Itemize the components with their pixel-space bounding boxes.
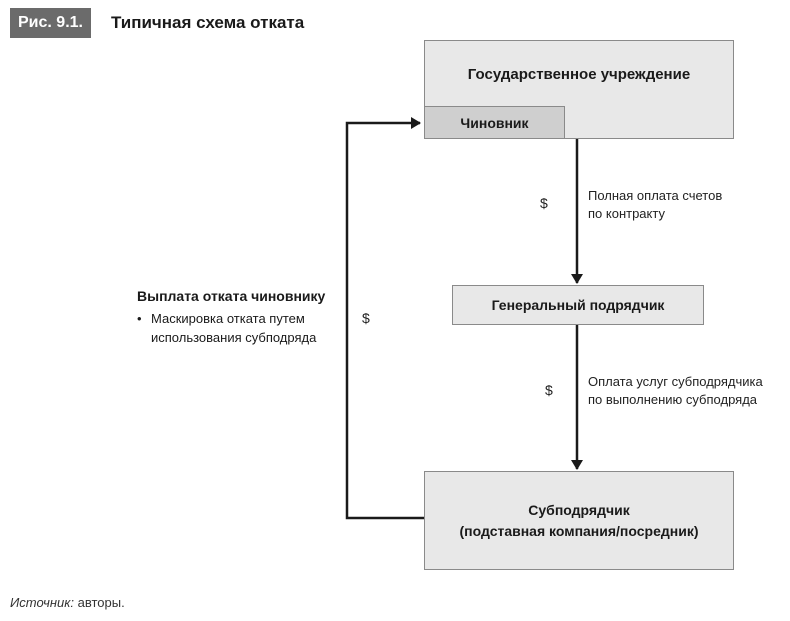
arrow-kickback-loop [345, 117, 424, 520]
general-contractor-label: Генеральный подрядчик [491, 297, 665, 313]
kickback-title: Выплата отката чиновнику [137, 288, 326, 304]
figure-title: Типичная схема отката [111, 13, 305, 32]
kickback-bullet-item: • Маскировка отката путем использования … [137, 310, 316, 348]
full-payment-note-line2: по контракту [588, 206, 665, 222]
full-payment-note-line1: Полная оплата счетов [588, 188, 723, 203]
kickback-bullet-text: Маскировка отката путем использования су… [151, 310, 316, 348]
sub-payment-note-line2: по выполнению субподряда [588, 392, 758, 408]
source-label: Источник: [10, 595, 74, 610]
source-caption: Источник: авторы. [10, 595, 125, 610]
government-institution-label: Государственное учреждение [467, 66, 691, 83]
dollar-sign-kickback: $ [362, 310, 370, 326]
sub-payment-note: Оплата услуг субподрядчика по выполнению… [588, 373, 763, 409]
figure-number-label: Рис. 9.1. [10, 8, 91, 38]
kickback-bullet-line2: использования субподряда [151, 329, 317, 345]
subcontractor-sublabel: (подставная компания/посредник) [459, 522, 699, 539]
source-text: авторы. [74, 595, 125, 610]
dollar-sign-sub-payment: $ [545, 382, 553, 398]
general-contractor-box: Генеральный подрядчик [452, 285, 704, 325]
kickback-bullet-line1: Маскировка отката путем [151, 311, 305, 326]
subcontractor-box: Субподрядчик (подставная компания/посред… [424, 471, 734, 570]
official-box: Чиновник [424, 106, 565, 139]
dollar-sign-full-payment: $ [540, 195, 548, 211]
bullet-icon: • [137, 311, 142, 326]
full-payment-note: Полная оплата счетов по контракту [588, 187, 722, 223]
sub-payment-note-line1: Оплата услуг субподрядчика [588, 374, 763, 389]
official-label: Чиновник [460, 114, 529, 131]
subcontractor-label: Субподрядчик [528, 501, 630, 518]
